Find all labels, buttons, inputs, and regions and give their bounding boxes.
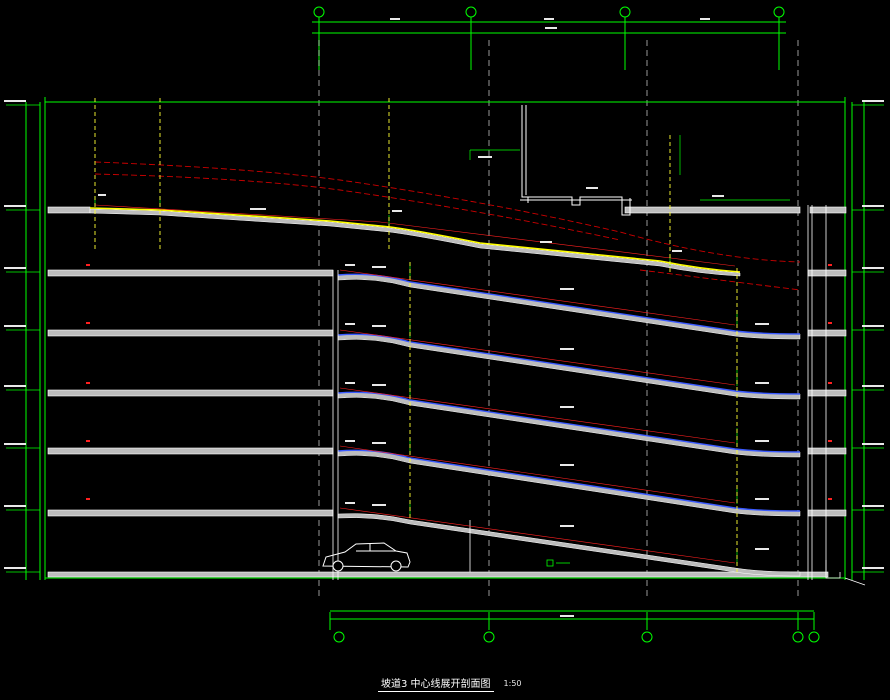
red-markers — [86, 264, 832, 500]
slab-level-1 — [47, 206, 91, 214]
drawing-scale: 1:50 — [503, 678, 522, 688]
slab-level-3 — [47, 329, 334, 337]
slab-level-2 — [47, 269, 334, 277]
ramp-slabs — [89, 207, 801, 577]
ground-marker — [546, 559, 570, 567]
slab-ground — [47, 571, 829, 578]
ramp-walls — [332, 205, 827, 580]
axis-bubble-icon — [641, 631, 653, 643]
bottom-axis-group — [329, 610, 820, 643]
axis-bubble-icon — [792, 631, 804, 643]
annotation-marks — [4, 18, 884, 617]
right-bottom-detail — [825, 560, 866, 586]
car-elevation-icon — [322, 542, 411, 572]
slab-level-5 — [47, 447, 334, 455]
floor-slabs — [47, 206, 847, 578]
drawing-title-block: 坡道3 中心线展开剖面图 1:50 — [378, 675, 522, 692]
level-markers — [6, 104, 884, 573]
axis-bubble-icon — [333, 631, 345, 643]
slab-level-6 — [47, 509, 334, 517]
upper-opening — [520, 105, 632, 216]
axis-bubble-icon — [808, 631, 820, 643]
drawing-title: 坡道3 中心线展开剖面图 — [378, 675, 494, 692]
red-slope-lines — [94, 204, 736, 564]
top-axis-group — [312, 6, 786, 70]
building-outline — [25, 97, 865, 580]
yellow-markers — [94, 98, 738, 572]
slab-level-4 — [47, 389, 334, 397]
red-dashed-guides — [94, 161, 801, 291]
axis-bubble-icon — [483, 631, 495, 643]
